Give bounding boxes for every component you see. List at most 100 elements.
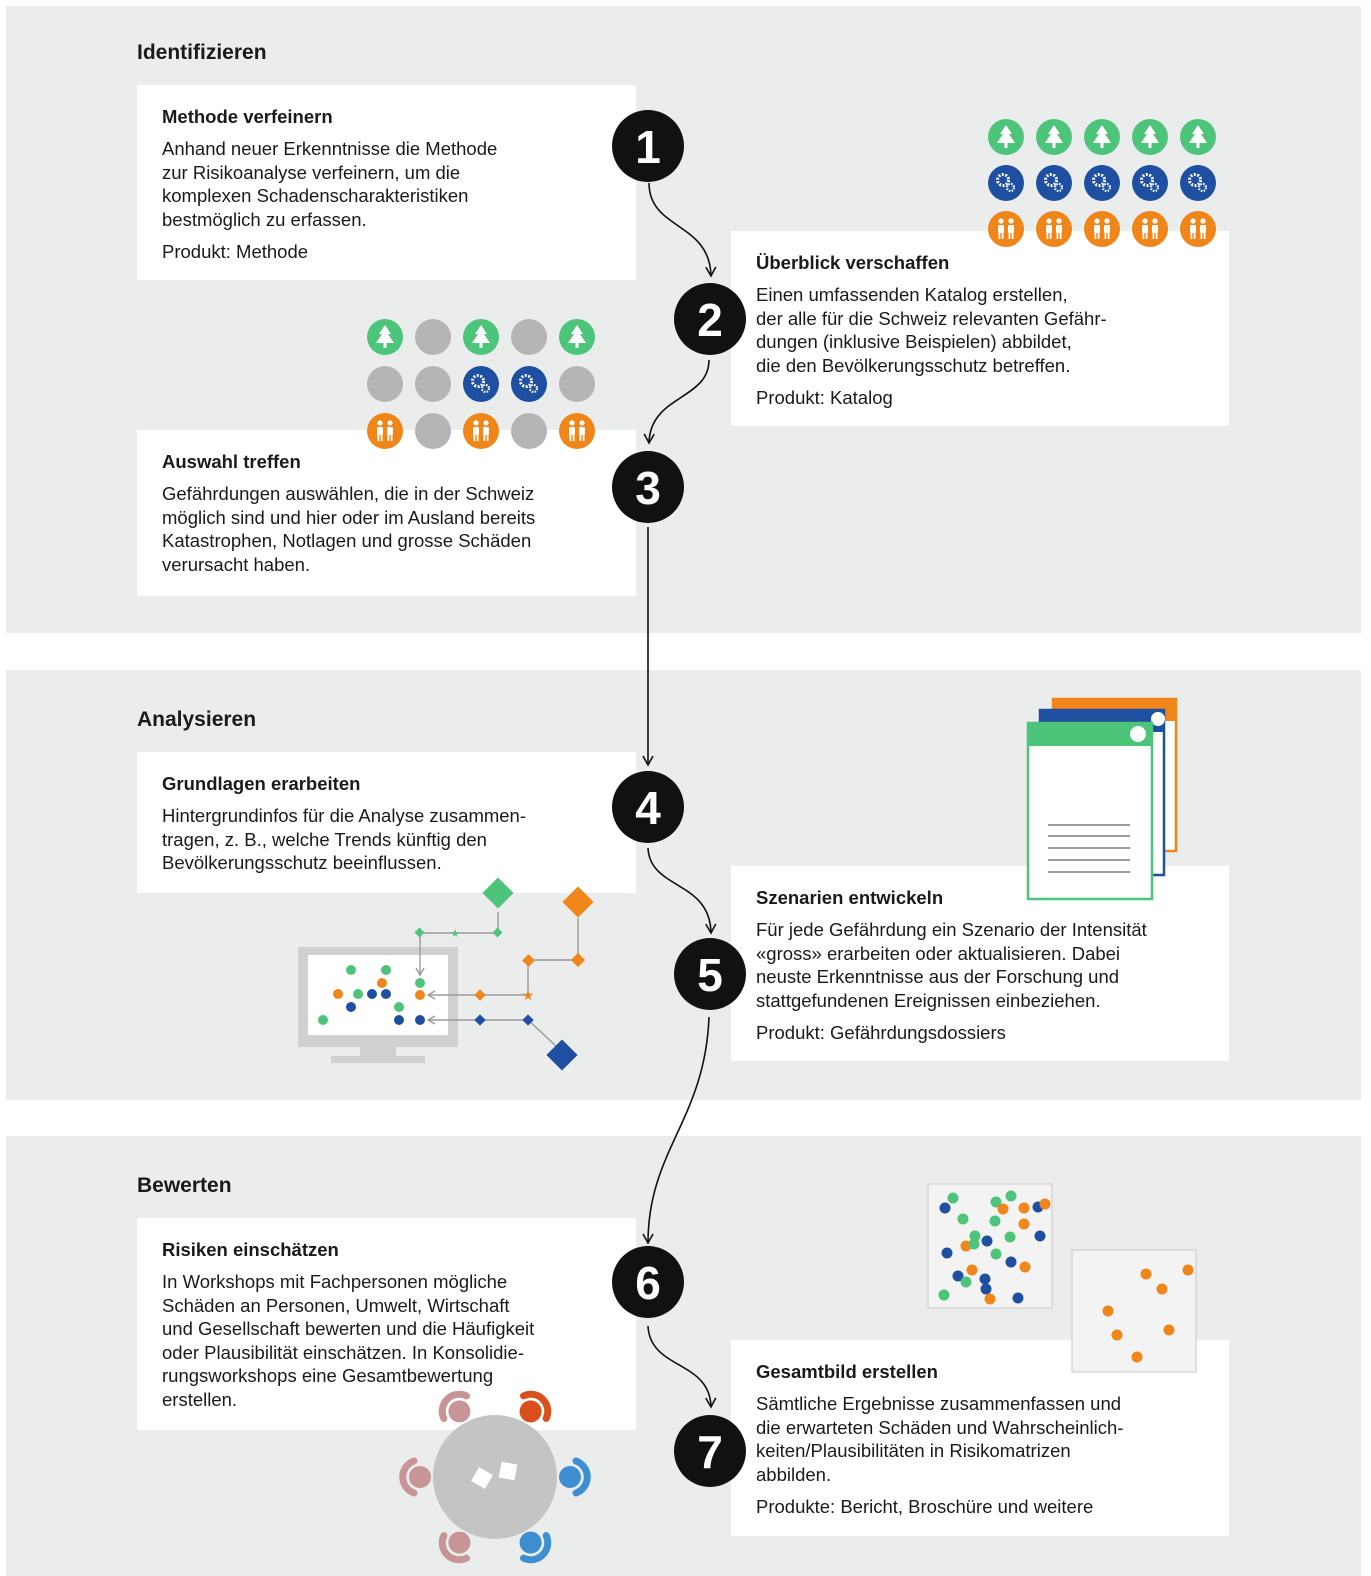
paper-sheet — [471, 1467, 493, 1489]
section-title-identifizieren: Identifizieren — [137, 41, 267, 64]
monitor-neck — [360, 1047, 396, 1057]
section-title-bewerten: Bewerten — [137, 1174, 232, 1197]
connector-path — [642, 182, 717, 1409]
people-icon — [559, 413, 595, 449]
step-card-6: Risiken einschätzen In Workshops mit Fac… — [137, 1218, 636, 1430]
monitor-stand — [331, 1056, 425, 1063]
matrix-dot — [1012, 1292, 1024, 1304]
diamond-green-small — [414, 927, 425, 938]
step-card-2: Überblick verschaffen Einen umfassenden … — [731, 231, 1229, 426]
empty-slot — [415, 319, 451, 355]
matrix-dot — [969, 1230, 981, 1242]
tree-icon — [1132, 119, 1168, 155]
gears-icon — [463, 366, 499, 402]
scatter-dot — [346, 965, 356, 975]
tree-icon — [367, 319, 403, 355]
step-number: 7 — [697, 1426, 723, 1478]
connector-1-2 — [648, 182, 717, 278]
empty-slot — [511, 319, 547, 355]
matrix-dot — [1018, 1202, 1030, 1214]
dossier-header-green — [1028, 723, 1152, 746]
step-circle-4: 4 — [612, 771, 684, 843]
empty-slot — [559, 366, 595, 402]
connector-6-7 — [647, 1325, 717, 1409]
matrix-dot — [990, 1248, 1002, 1260]
risk-matrix-dots — [938, 1190, 1194, 1363]
gears-icon — [1084, 165, 1120, 201]
step-circle-6: 6 — [612, 1246, 684, 1318]
dossier-page-green — [1026, 721, 1154, 901]
scatter-dot — [415, 978, 425, 988]
step-product: Produkt: Methode — [162, 241, 309, 262]
step-text: Hintergrundinfos für die Analyse zusamme… — [162, 805, 527, 873]
step-circle-5: 5 — [674, 938, 746, 1010]
step-circle-7: 7 — [674, 1415, 746, 1487]
scatter-dot — [415, 1015, 425, 1025]
step-title: Überblick verschaffen — [756, 252, 950, 273]
matrix-dot — [1018, 1218, 1030, 1230]
diamond-orange-small — [474, 989, 486, 1001]
step-title: Risiken einschätzen — [162, 1239, 339, 1260]
scatter-dot — [333, 989, 343, 999]
step-number: 3 — [635, 462, 661, 514]
gears-icon — [1036, 165, 1072, 201]
section-title-analysieren: Analysieren — [137, 708, 257, 731]
matrix-dot — [1034, 1230, 1046, 1242]
matrix-dot — [981, 1235, 993, 1247]
step-title: Gesamtbild erstellen — [756, 1361, 938, 1382]
dossier-dot-orange — [1151, 712, 1165, 726]
matrix-dot — [989, 1215, 1001, 1227]
people-icon — [1084, 211, 1120, 247]
scatter-dot — [367, 989, 377, 999]
people-icon — [1132, 211, 1168, 247]
step-number: 6 — [635, 1257, 661, 1309]
diamond-orange-small — [522, 954, 535, 967]
tree-icon — [1180, 119, 1216, 155]
step-number: 1 — [635, 121, 661, 173]
matrix-dot — [1182, 1264, 1194, 1276]
gears-icon — [1132, 165, 1168, 201]
diamond-green-small — [492, 927, 503, 938]
matrix-dot — [939, 1202, 951, 1214]
step-card-1: Methode verfeinern Anhand neuer Erkenntn… — [137, 85, 636, 280]
matrix-dot — [1163, 1324, 1175, 1336]
matrix-dot — [1111, 1329, 1123, 1341]
step-text: Für jede Gefährdung ein Szenario der Int… — [756, 919, 1147, 1011]
matrix-dot — [997, 1203, 1009, 1215]
workshop-table-illustration — [399, 1390, 591, 1564]
step-circle-3: 3 — [612, 451, 684, 523]
paper-sheet — [498, 1461, 518, 1481]
tree-icon — [559, 319, 595, 355]
diamond-orange-large — [562, 886, 594, 918]
matrix-dot — [1131, 1351, 1143, 1363]
matrix-dot — [1019, 1261, 1031, 1273]
star-icon: ★ — [522, 988, 535, 1004]
tree-icon — [1036, 119, 1072, 155]
tree-icon — [463, 319, 499, 355]
scatter-dot — [415, 990, 425, 1000]
step-number: 4 — [635, 782, 661, 834]
matrix-dot — [1140, 1268, 1152, 1280]
dossier-text-lines — [1048, 824, 1130, 873]
matrix-dot — [980, 1283, 992, 1295]
workshop-table — [433, 1415, 557, 1539]
star-icon: ★ — [450, 927, 460, 940]
step-circle-1: 1 — [612, 110, 684, 182]
matrix-dot — [1004, 1231, 1016, 1243]
tree-icon — [988, 119, 1024, 155]
empty-slot — [415, 413, 451, 449]
matrix-dot — [990, 1196, 1002, 1208]
connector-4-5 — [647, 847, 717, 935]
selection-icon-grid — [367, 319, 595, 449]
diamond-blue-large — [546, 1039, 578, 1071]
step-card-3: Auswahl treffen Gefährdungen auswählen, … — [137, 430, 636, 596]
matrix-dot — [966, 1264, 978, 1276]
matrix-dot — [1005, 1190, 1017, 1202]
monitor-screen — [308, 955, 448, 1035]
step-text: Einen umfassenden Katalog erstellen, der… — [756, 284, 1107, 376]
scatter-dot — [318, 1015, 328, 1025]
matrix-dot — [938, 1289, 950, 1301]
tree-icon — [1084, 119, 1120, 155]
person-icon — [519, 1531, 552, 1564]
empty-slot — [415, 366, 451, 402]
